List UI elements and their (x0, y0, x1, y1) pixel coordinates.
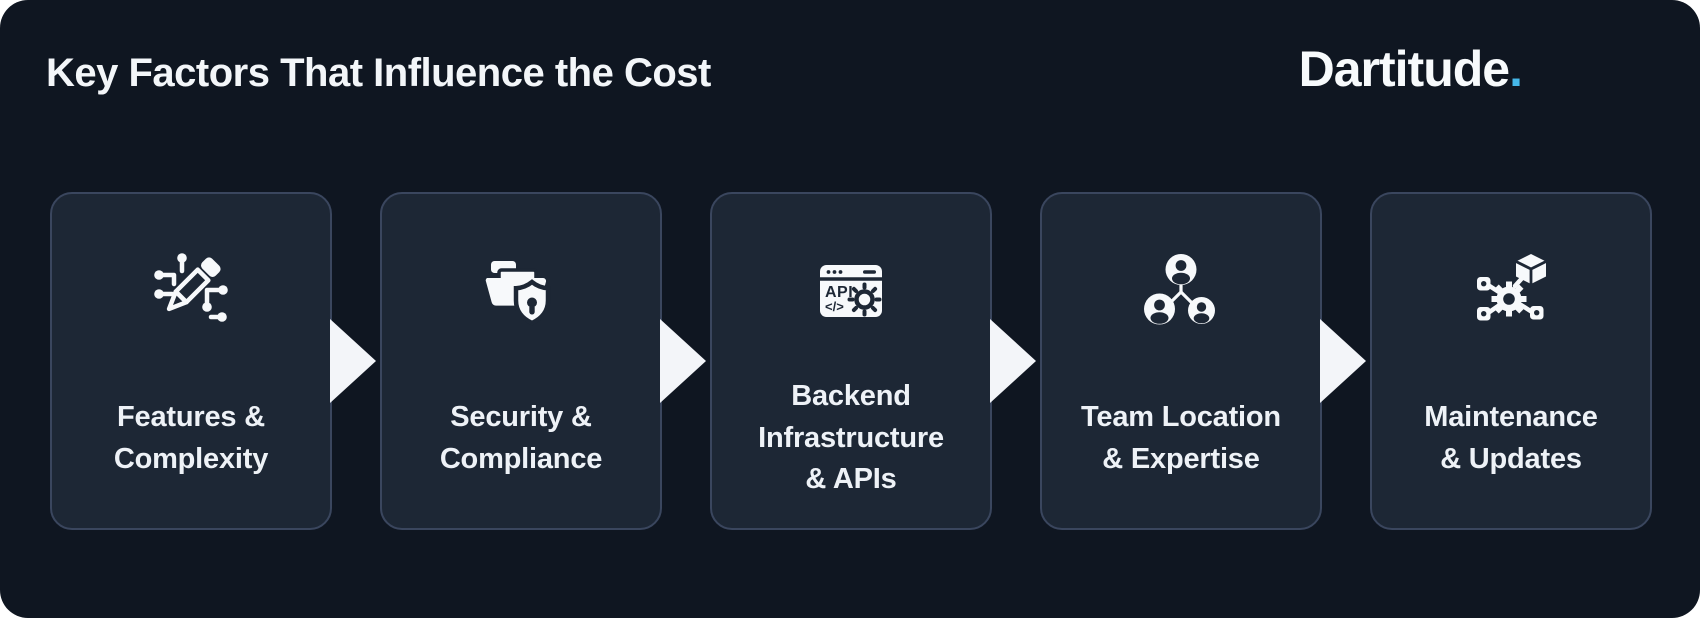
card-label: Security & Compliance (439, 401, 603, 475)
card-label: Maintenance & Updates (1424, 401, 1598, 475)
api-browser-gear-icon: API </> (809, 247, 893, 335)
page-title: Key Factors That Influence the Cost (46, 51, 711, 95)
brand-logo: Dartitude. (1298, 41, 1523, 97)
card-maintenance-updates: Maintenance & Updates (1370, 192, 1652, 530)
arrow-right-icon (1320, 319, 1366, 403)
svg-text:</>: </> (825, 299, 844, 314)
card-features-complexity: Features & Complexity (50, 192, 332, 530)
svg-text:API: API (825, 284, 853, 301)
brand-dot: . (1509, 41, 1523, 97)
card-label: Backend Infrastructure & APIs (758, 380, 944, 496)
gear-network-cube-icon (1469, 247, 1553, 335)
pencil-circuit-icon (149, 247, 233, 335)
card-label: Features & Complexity (113, 401, 269, 475)
arrow-right-icon (660, 319, 706, 403)
card-team-location: Team Location & Expertise (1040, 192, 1322, 530)
brand-text: Dartitude (1298, 41, 1510, 97)
card-label: Team Location & Expertise (1081, 401, 1281, 475)
card-security-compliance: Security & Compliance (380, 192, 662, 530)
card-backend-infrastructure: API </> Backend Infras (710, 192, 992, 530)
arrow-right-icon (990, 319, 1036, 403)
header: Key Factors That Influence the Cost Dart… (46, 41, 1523, 97)
folder-shield-icon (479, 247, 563, 335)
factor-cards-row: Features & Complexity Security & Complia… (50, 192, 1652, 530)
arrow-right-icon (330, 319, 376, 403)
team-hierarchy-icon (1139, 247, 1223, 335)
